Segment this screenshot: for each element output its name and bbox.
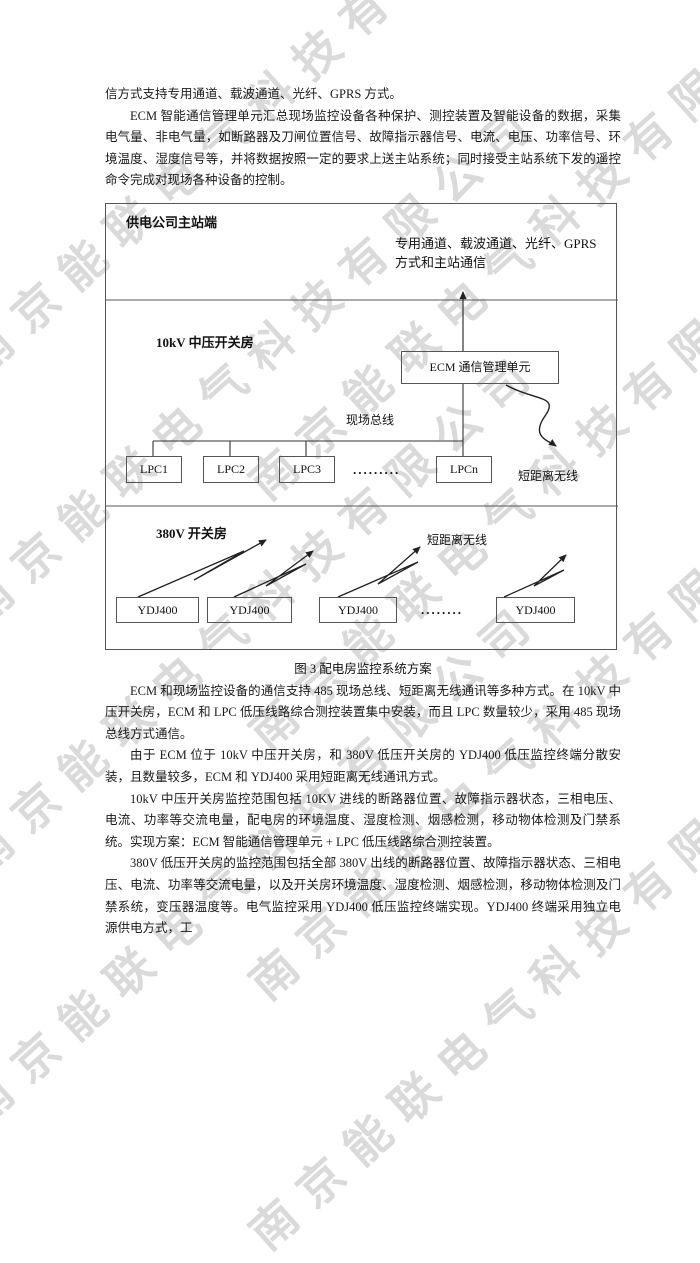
ydj-box-1: YDJ400 xyxy=(116,596,199,623)
ydj-box-3: YDJ400 xyxy=(319,596,397,623)
intro-partial-line: 信方式支持专用通道、载波通道、光纤、GPRS 方式。 xyxy=(105,87,402,101)
ydj-box-2: YDJ400 xyxy=(207,596,292,623)
body-paragraph: 10kV 中压开关房监控范围包括 10KV 进线的断路器位置、故障指示器状态，三… xyxy=(105,791,621,849)
lpc-box-n: LPCn xyxy=(436,455,492,483)
channel-text-line1: 专用通道、载波通道、光纤、GPRS xyxy=(395,235,597,251)
master-station-title: 供电公司主站端 xyxy=(126,214,218,230)
ydj-ellipsis: ........ xyxy=(421,601,463,617)
lpc-box-3: LPC3 xyxy=(279,455,335,483)
lpc-box-1: LPC1 xyxy=(126,455,182,483)
lpc-box-2: LPC2 xyxy=(203,455,259,483)
body-paragraph: 380V 低压开关房的监控范围包括全部 380V 出线的断路器位置、故障指示器状… xyxy=(105,856,621,936)
system-diagram: 供电公司主站端 专用通道、载波通道、光纤、GPRS 方式和主站通信 10kV 中… xyxy=(105,202,618,650)
mv-wireless-label: 短距离无线 xyxy=(518,468,579,483)
body-paragraph: ECM 和现场监控设备的通信支持 485 现场总线、短距离无线通讯等多种方式。在… xyxy=(105,683,621,741)
lpc-ellipsis: ......... xyxy=(353,461,401,477)
document-content: 信方式支持专用通道、载波通道、光纤、GPRS 方式。 ECM 智能通信管理单元汇… xyxy=(105,84,621,940)
field-bus-label: 现场总线 xyxy=(346,412,395,427)
lv-wireless-label: 短距离无线 xyxy=(427,532,488,547)
ydj-box-4: YDJ400 xyxy=(496,596,575,623)
channel-text-line2: 方式和主站通信 xyxy=(395,254,487,270)
diagram-connectors xyxy=(106,290,618,598)
mv-room-title: 10kV 中压开关房 xyxy=(156,334,254,350)
intro-paragraph: ECM 智能通信管理单元汇总现场监控设备各种保护、测控装置及智能设备的数据，采集… xyxy=(105,108,621,188)
lv-room-title: 380V 开关房 xyxy=(156,525,227,541)
body-paragraph: 由于 ECM 位于 10kV 中压开关房，和 380V 低压开关房的 YDJ40… xyxy=(105,748,621,784)
figure-caption: 图 3 配电房监控系统方案 xyxy=(294,661,432,676)
ecm-unit-box: ECM 通信管理单元 xyxy=(401,350,559,384)
